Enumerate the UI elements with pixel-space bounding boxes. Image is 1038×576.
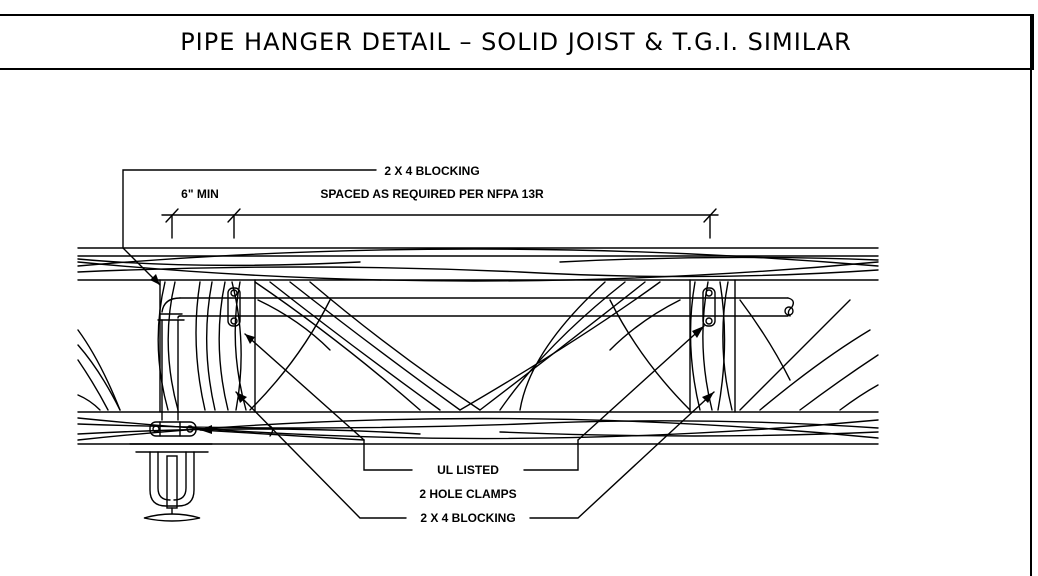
leader-arrowheads <box>150 274 714 434</box>
ul-listed-label: UL LISTED <box>437 463 499 477</box>
hole-clamp-bottom <box>149 421 197 437</box>
blocking-label-line2: SPACED AS REQUIRED PER NFPA 13R <box>320 187 544 201</box>
hole-clamp-right <box>702 287 716 327</box>
bottom-chord <box>77 411 879 445</box>
detail-title: PIPE HANGER DETAIL – SOLID JOIST & T.G.I… <box>180 28 852 56</box>
min-dimension-label: 6" MIN <box>181 187 219 201</box>
sprinkler-pipe <box>157 297 795 421</box>
blocking-right <box>689 279 736 413</box>
leader-lines <box>122 169 715 519</box>
blocking-bottom-label: 2 X 4 BLOCKING <box>420 511 515 525</box>
title-bar: PIPE HANGER DETAIL – SOLID JOIST & T.G.I… <box>0 14 1034 70</box>
dimension-lines <box>161 208 719 239</box>
hole-clamp-left <box>227 287 241 327</box>
top-chord <box>77 247 879 282</box>
frame-right-border <box>1030 14 1032 576</box>
sprinkler-head <box>129 443 213 522</box>
blocking-label-line1: 2 X 4 BLOCKING <box>384 164 479 178</box>
hole-clamps-label: 2 HOLE CLAMPS <box>419 487 516 501</box>
